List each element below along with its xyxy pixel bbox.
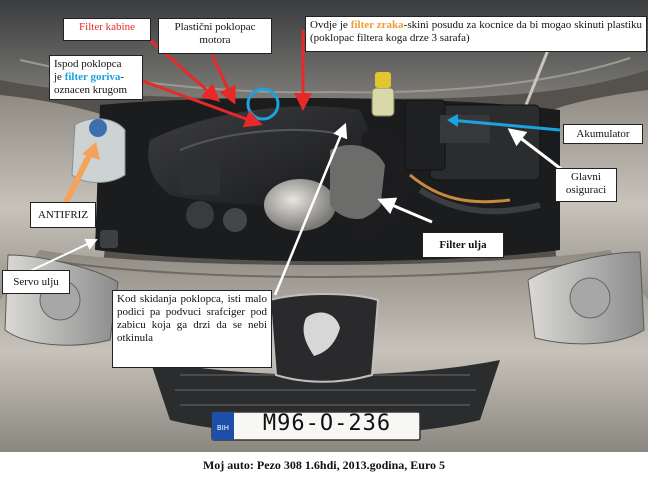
label-filter-kabine: Filter kabine (63, 18, 151, 41)
engine-bay-photo: BIH M96-O-236 (0, 0, 648, 452)
label-servo-ulju: Servo ulju (2, 270, 70, 294)
label-antifriz: ANTIFRIZ (30, 202, 96, 228)
label-filter-goriva: Ispod poklopca je filter goriva- oznacen… (49, 55, 143, 100)
engine-bay-illustration (0, 0, 648, 452)
label-glavni-osiguraci: Glavni osiguraci (555, 168, 617, 202)
label-filter-ulja: Filter ulja (422, 232, 504, 258)
license-plate-number: M96-O-236 (262, 411, 392, 436)
image-caption: Moj auto: Pezo 308 1.6hdi, 2013.godina, … (202, 458, 446, 472)
license-plate-country: BIH (216, 424, 230, 432)
label-akumulator: Akumulator (563, 124, 643, 144)
label-filter-zraka: Ovdje je filter zraka-skini posudu za ko… (305, 16, 647, 52)
label-kod-skidanja: Kod skidanja poklopca, isti malo podici … (112, 290, 272, 368)
label-plasticni-poklopac: Plastični poklopac motora (158, 18, 272, 54)
